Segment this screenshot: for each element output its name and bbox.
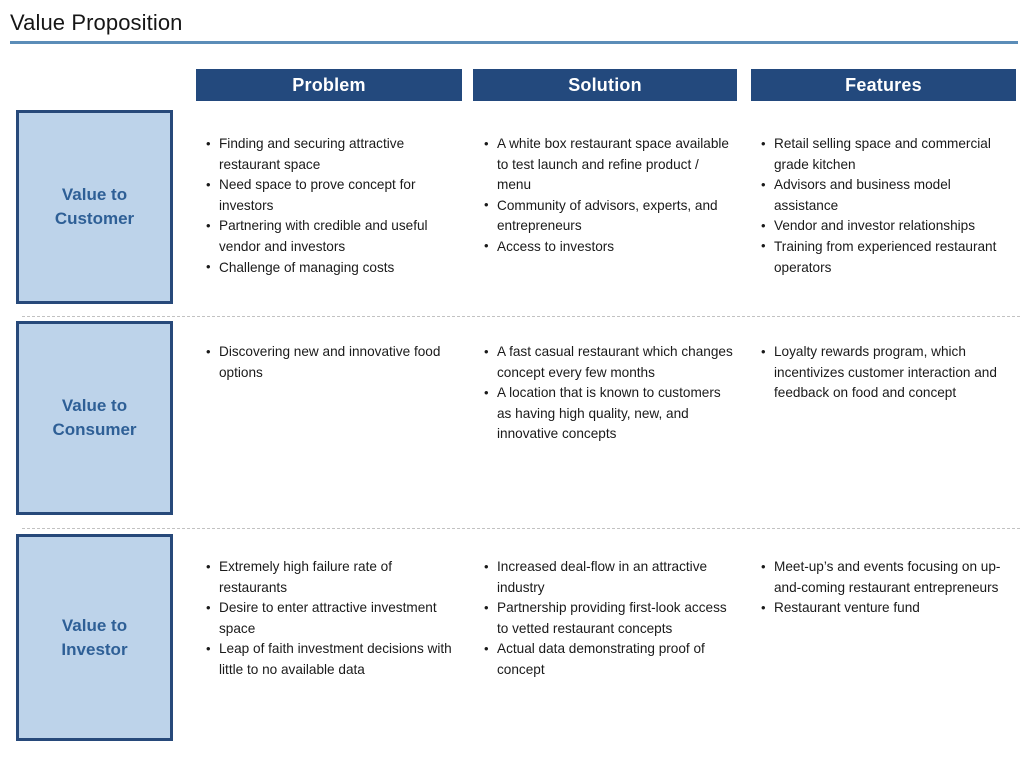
column-header-solution-label: Solution [568,74,642,95]
cell-customer-solution: A white box restaurant space available t… [483,110,733,258]
list-item: Retail selling space and commercial grad… [760,133,1016,175]
list-item: A location that is known to customers as… [483,383,733,445]
cell-investor-features: Meet-up’s and events focusing on up-and-… [760,534,1016,619]
matrix-row: Value to Investor Extremely high failure… [0,534,1024,742]
list-item: Challenge of managing costs [205,257,457,279]
row-label-text: Value to Consumer [52,394,136,442]
cell-investor-problem: Extremely high failure rate of restauran… [205,534,457,681]
list-item: Partnership providing first-look access … [483,598,733,639]
column-header-problem-label: Problem [292,74,366,95]
bullet-list: Extremely high failure rate of restauran… [205,534,457,681]
bullet-list: Finding and securing attractive restaura… [205,110,457,278]
bullet-list: Discovering new and innovative food opti… [205,321,457,383]
row-label-line-2: Investor [61,639,128,659]
bullet-list: A fast casual restaurant which changes c… [483,321,733,445]
row-label-line-1: Value to [61,615,128,635]
row-label-value-to-customer: Value to Customer [16,110,173,304]
cell-customer-problem: Finding and securing attractive restaura… [205,110,457,278]
matrix-row: Value to Customer Finding and securing a… [0,110,1024,310]
list-item: Vendor and investor relationships [760,216,1016,237]
list-item: Extremely high failure rate of restauran… [205,556,457,598]
cell-customer-features: Retail selling space and commercial grad… [760,110,1016,278]
list-item: Access to investors [483,236,733,258]
list-item: Increased deal-flow in an attractive ind… [483,556,733,598]
list-item: Advisors and business model assistance [760,175,1016,216]
list-item: Discovering new and innovative food opti… [205,341,457,383]
list-item: Actual data demonstrating proof of conce… [483,639,733,680]
column-header-solution: Solution [473,69,737,101]
list-item: Community of advisors, experts, and entr… [483,195,733,237]
bullet-list: A white box restaurant space available t… [483,110,733,258]
list-item: Training from experienced restaurant ope… [760,236,1016,278]
list-item: Finding and securing attractive restaura… [205,133,457,175]
cell-consumer-features: Loyalty rewards program, which incentivi… [760,321,1016,404]
cell-investor-solution: Increased deal-flow in an attractive ind… [483,534,733,681]
list-item: Leap of faith investment decisions with … [205,639,457,680]
list-item: Restaurant venture fund [760,598,1016,619]
page-title: Value Proposition [10,10,183,35]
list-item: Loyalty rewards program, which incentivi… [760,342,1016,404]
list-item: A white box restaurant space available t… [483,134,733,196]
row-label-line-2: Customer [54,209,135,228]
row-divider [22,316,1020,317]
row-divider [22,528,1020,529]
column-header-features-label: Features [845,74,922,95]
bullet-list: Increased deal-flow in an attractive ind… [483,534,733,681]
bullet-list: Loyalty rewards program, which incentivi… [760,321,1016,404]
list-item: A fast casual restaurant which changes c… [483,341,733,383]
row-label-value-to-investor: Value to Investor [16,534,173,741]
row-label-text: Value to Investor [61,614,127,662]
bullet-list: Retail selling space and commercial grad… [760,110,1016,278]
row-label-line-1: Value to [61,185,128,204]
cell-consumer-problem: Discovering new and innovative food opti… [205,321,457,383]
row-label-text: Value to Customer [55,183,134,231]
row-label-value-to-consumer: Value to Consumer [16,321,173,515]
bullet-list: Meet-up’s and events focusing on up-and-… [760,534,1016,619]
row-label-line-2: Consumer [52,420,137,439]
column-header-features: Features [751,69,1016,101]
row-label-line-1: Value to [61,396,128,415]
list-item: Meet-up’s and events focusing on up-and-… [760,556,1016,598]
column-header-problem: Problem [196,69,462,101]
list-item: Partnering with credible and useful vend… [205,216,457,257]
title-underline-rule [10,41,1018,44]
list-item: Need space to prove concept for investor… [205,175,457,216]
matrix-row: Value to Consumer Discovering new and in… [0,321,1024,521]
cell-consumer-solution: A fast casual restaurant which changes c… [483,321,733,445]
list-item: Desire to enter attractive investment sp… [205,598,457,639]
